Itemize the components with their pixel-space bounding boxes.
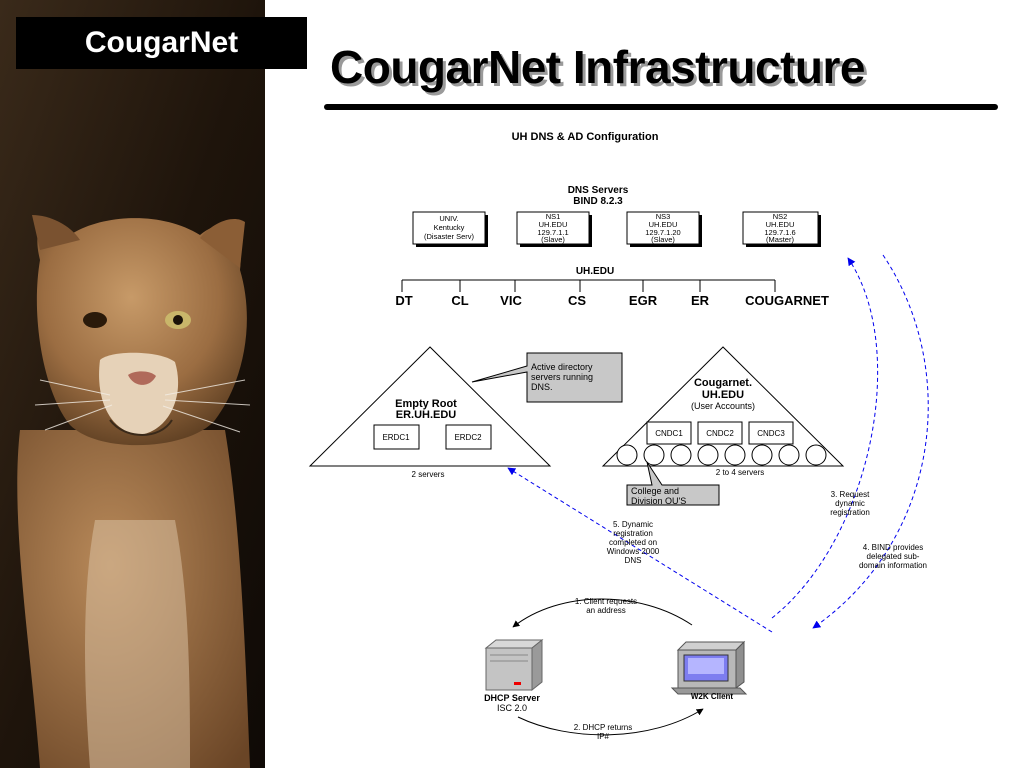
ad-callout: Active directory servers running DNS.: [471, 352, 623, 403]
dns-servers-version: BIND 8.2.3: [573, 196, 623, 207]
empty-root-caption: 2 servers: [412, 470, 445, 479]
cndc3-server: CNDC3: [757, 429, 785, 438]
arrow-step4: [812, 254, 929, 629]
ou-circle: [751, 444, 773, 466]
domain-child: DT: [395, 293, 412, 308]
slide-title: CougarNet Infrastructure: [330, 41, 865, 93]
erdc1-server: ERDC1: [382, 433, 410, 442]
domain-child: VIC: [500, 293, 522, 308]
domain-child: ER: [691, 293, 710, 308]
domain-tree-lines: [401, 279, 776, 292]
step-line: 1. Client requests: [575, 597, 637, 606]
step-line: registration: [613, 529, 653, 538]
dns-server-line: Kentucky: [434, 223, 465, 232]
domain-tree-root: UH.EDU: [576, 266, 614, 277]
empty-root-domain-name: ER.UH.EDU: [396, 409, 457, 421]
w2k-client-computer-icon: [670, 640, 748, 695]
w2k-client-label: W2K Client: [691, 692, 734, 701]
ou-circle: [724, 444, 746, 466]
domain-child: COUGARNET: [745, 293, 829, 308]
dns-server-ns3: NS3 UH.EDU 129.7.1.20 (Slave): [626, 211, 702, 247]
step-line: DNS: [625, 556, 642, 565]
step-line: 2. DHCP returns: [574, 723, 633, 732]
dns-server-line: 129.7.1.6: [764, 228, 795, 237]
diagram-heading: UH DNS & AD Configuration: [512, 131, 659, 143]
ad-callout-line: servers running: [531, 372, 593, 382]
step-line: 5. Dynamic: [613, 520, 653, 529]
cougarnet-caption: 2 to 4 servers: [716, 468, 764, 477]
cndc1-server: CNDC1: [655, 429, 683, 438]
cougarnet-domain-name: UH.EDU: [702, 389, 744, 401]
step-line: IP#: [597, 732, 610, 741]
empty-root-domain: Empty Root ER.UH.EDU ERDC1 ERDC2 2 serve…: [308, 346, 552, 479]
step1-label: 1. Client requests an address: [575, 597, 637, 615]
domain-child: EGR: [629, 293, 658, 308]
arrow-step1: [512, 598, 693, 628]
dhcp-server-title: DHCP Server: [484, 693, 540, 703]
ad-callout-line: Active directory: [531, 362, 593, 372]
step-line: domain information: [859, 561, 927, 570]
step5-label: 5. Dynamic registration completed on Win…: [607, 520, 660, 565]
dns-server-line: NS2: [773, 212, 788, 221]
dns-server-line: NS3: [656, 212, 671, 221]
ou-circle: [697, 444, 719, 466]
dns-server-line: 129.7.1.20: [645, 228, 680, 237]
cndc2-server: CNDC2: [706, 429, 734, 438]
ou-circle: [670, 444, 692, 466]
dns-servers-title: DNS Servers: [568, 185, 629, 196]
dns-server-univ-kentucky: UNIV. Kentucky (Disaster Serv): [412, 211, 488, 247]
dns-server-line: (Master): [766, 235, 794, 244]
dns-server-line: UH.EDU: [766, 220, 795, 229]
empty-root-title: Empty Root: [395, 398, 457, 410]
dns-server-line: (Slave): [541, 235, 565, 244]
dhcp-server-icon: [484, 638, 544, 692]
ad-callout-line: DNS.: [531, 382, 553, 392]
arrow-step2: [517, 708, 704, 736]
ou-callout-line: College and: [631, 486, 679, 496]
step-line: 3. Request: [831, 490, 870, 499]
cougarnet-subtitle: (User Accounts): [691, 401, 755, 411]
domain-child: CS: [568, 293, 586, 308]
dns-server-line: (Slave): [651, 235, 675, 244]
step4-label: 4. BIND provides delegated sub- domain i…: [859, 543, 927, 570]
ou-callout: College and Division OU'S: [626, 461, 720, 506]
cougar-photo: [0, 0, 265, 768]
step-line: dynamic: [835, 499, 865, 508]
dhcp-cycle-arrows: [512, 598, 704, 736]
step-line: 4. BIND provides: [863, 543, 923, 552]
flow-arrows: [507, 254, 929, 633]
ou-circle: [643, 444, 665, 466]
step3-label: 3. Request dynamic registration: [830, 490, 870, 517]
step-line: Windows 2000: [607, 547, 660, 556]
dns-ad-diagram: UH DNS & AD Configuration DNS Servers BI…: [308, 131, 929, 741]
cougarnet-title: Cougarnet.: [694, 377, 752, 389]
step2-label: 2. DHCP returns IP#: [574, 723, 633, 741]
ou-callout-line: Division OU'S: [631, 496, 686, 506]
dns-server-line: UH.EDU: [539, 220, 568, 229]
title-underline: [324, 104, 998, 110]
dns-server-ns1: NS1 UH.EDU 129.7.1.1 (Slave): [516, 211, 592, 247]
erdc2-server: ERDC2: [454, 433, 482, 442]
dns-server-ns2: NS2 UH.EDU 129.7.1.6 (Master): [742, 211, 821, 247]
ou-circle: [616, 444, 638, 466]
step-line: registration: [830, 508, 870, 517]
dns-server-line: UH.EDU: [649, 220, 678, 229]
step-line: completed on: [609, 538, 657, 547]
dns-server-line: 129.7.1.1: [537, 228, 568, 237]
step-line: delegated sub-: [867, 552, 920, 561]
domain-child: CL: [451, 293, 468, 308]
ou-circle: [805, 444, 827, 466]
dns-server-line: UNIV.: [439, 214, 458, 223]
dhcp-server-version: ISC 2.0: [497, 703, 527, 713]
dns-server-line: NS1: [546, 212, 561, 221]
cougarnet-domain: Cougarnet. UH.EDU (User Accounts) CNDC1 …: [601, 346, 845, 477]
ou-circle: [778, 444, 800, 466]
arrow-step3: [771, 257, 879, 619]
dns-server-line: (Disaster Serv): [424, 232, 475, 241]
step-line: an address: [586, 606, 626, 615]
arrow-step5: [507, 467, 773, 633]
brand-label: CougarNet: [16, 17, 307, 69]
